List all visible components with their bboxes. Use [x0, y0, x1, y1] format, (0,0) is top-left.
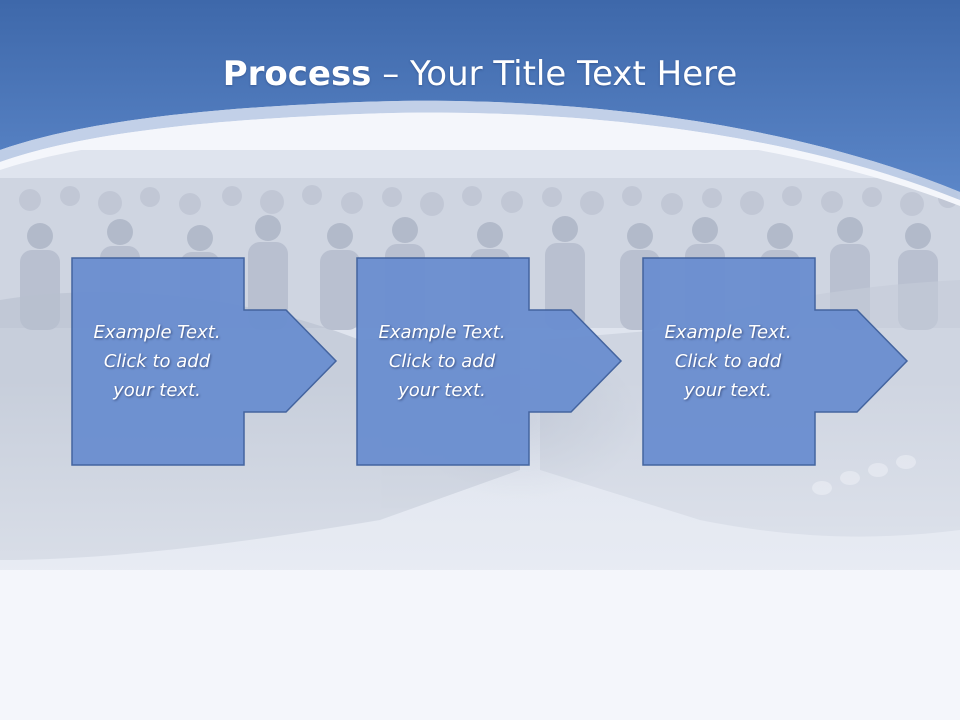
process-step-2-text[interactable]: Example Text. Click to add your text. — [357, 258, 527, 464]
step-3-label: Example Text. Click to add your text. — [664, 321, 792, 401]
process-step-3-text[interactable]: Example Text. Click to add your text. — [643, 258, 813, 464]
header-band — [0, 0, 960, 192]
step-1-label: Example Text. Click to add your text. — [93, 321, 221, 401]
title-rest-text: – Your Title Text Here — [371, 54, 738, 94]
step-2-label: Example Text. Click to add your text. — [378, 321, 506, 401]
process-step-2[interactable] — [356, 257, 623, 466]
title-bold-text: Process — [222, 54, 372, 94]
process-step-1-text[interactable]: Example Text. Click to add your text. — [72, 258, 242, 464]
process-step-1[interactable] — [71, 257, 338, 466]
slide-title[interactable]: Process – Your Title Text Here — [0, 52, 960, 96]
process-step-3[interactable] — [642, 257, 909, 466]
